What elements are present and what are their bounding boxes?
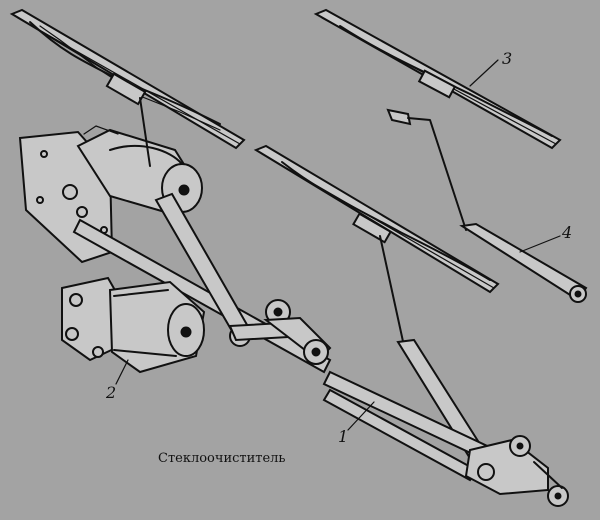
link-rod-lower xyxy=(322,370,502,482)
crank-linkage xyxy=(228,299,332,365)
wiper-blade-top-left xyxy=(9,8,246,150)
callout-3: 3 xyxy=(502,49,512,68)
wiper-arm-loose xyxy=(386,108,588,303)
callout-1: 1 xyxy=(338,427,348,446)
callout-2: 2 xyxy=(105,383,116,402)
pivot-assembly-right xyxy=(464,435,569,507)
wiper-blade-middle xyxy=(253,144,500,294)
wiper-blade-top-right xyxy=(313,8,562,150)
diagram-caption: Стеклоочиститель xyxy=(158,451,286,466)
callout-leaders xyxy=(115,59,561,431)
callout-4: 4 xyxy=(561,223,572,242)
wiper-motor-lower xyxy=(61,276,206,374)
